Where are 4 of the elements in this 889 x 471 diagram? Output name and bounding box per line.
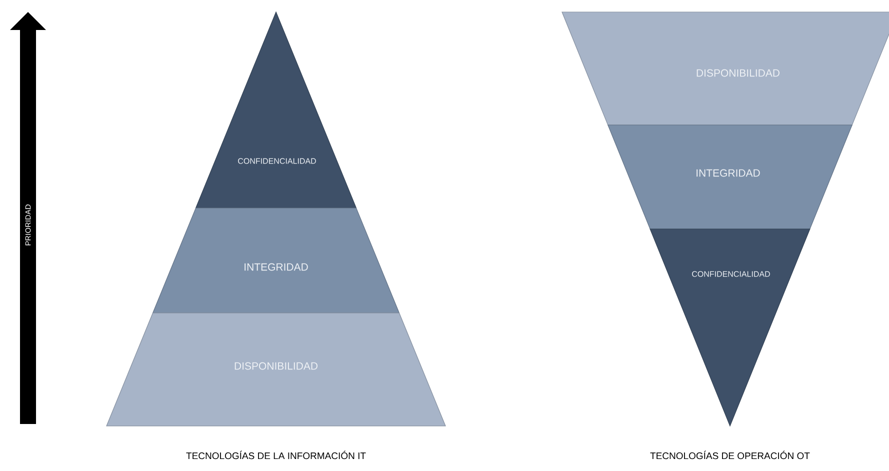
- pyramid-caption: TECNOLOGÍAS DE LA INFORMACIÓN IT: [186, 450, 366, 460]
- pyramid-band: DISPONIBILIDAD: [562, 12, 889, 126]
- pyramid-band: DISPONIBILIDAD: [106, 312, 446, 426]
- pyramid-caption: TECNOLOGÍAS DE OPERACIÓN OT: [650, 450, 810, 460]
